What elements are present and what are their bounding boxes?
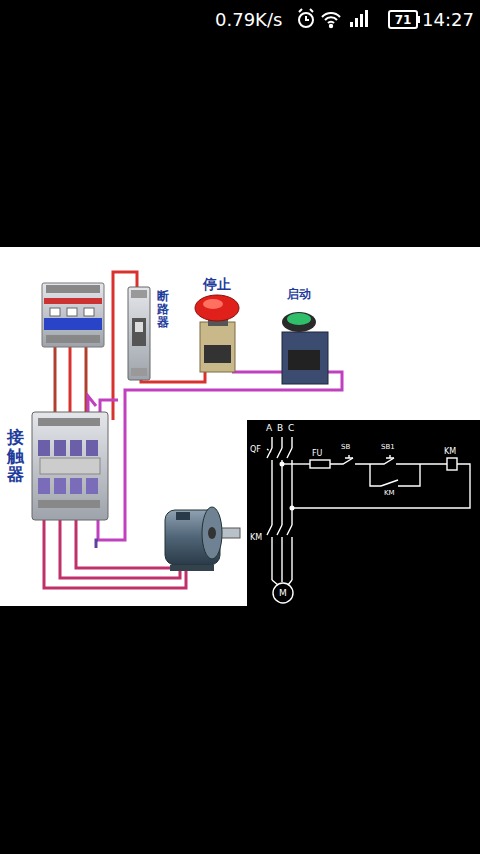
phase-label: C <box>288 424 294 433</box>
breaker-symbol-label: QF <box>250 446 261 454</box>
stop-switch-label: SB <box>341 444 350 451</box>
status-icons <box>299 9 420 28</box>
phase-label: B <box>277 424 283 433</box>
motor <box>165 507 240 571</box>
contactor-symbol-label: KM <box>250 534 262 542</box>
start-switch-label: SB1 <box>381 444 395 451</box>
contactor-label: 接触器 <box>7 428 24 484</box>
single-pole-breaker <box>128 287 150 380</box>
contactor <box>32 412 108 520</box>
schematic-panel <box>247 420 480 606</box>
three-pole-breaker <box>42 283 104 347</box>
white-panel <box>0 247 480 606</box>
phase-label: A <box>266 424 272 433</box>
schematic <box>267 437 470 603</box>
stop-button <box>195 295 239 372</box>
breaker-label: 断路器 <box>157 290 169 330</box>
motor-label: M <box>279 589 287 598</box>
contact-label: KM <box>384 490 395 497</box>
fuse-label: FU <box>312 450 322 458</box>
status-speed: 0.79K/s <box>215 11 282 29</box>
battery-level: 71 <box>395 14 412 26</box>
start-label: 启动 <box>287 288 311 300</box>
start-button <box>282 312 328 384</box>
coil-label: KM <box>444 448 456 456</box>
stop-label: 停止 <box>203 277 231 291</box>
status-clock: 14:27 <box>422 11 474 29</box>
